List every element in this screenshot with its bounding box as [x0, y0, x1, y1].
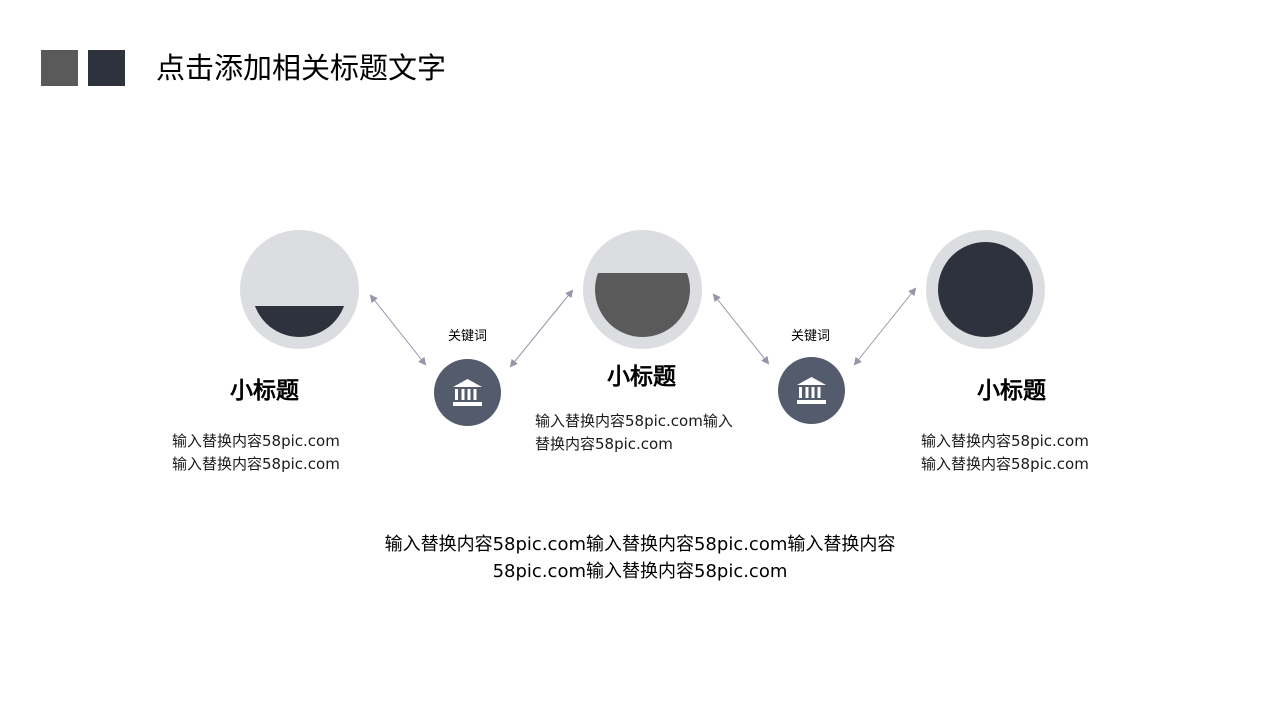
step-2-title: 小标题 — [607, 364, 676, 390]
step-2-fill — [595, 273, 690, 337]
arrow-2 — [509, 289, 574, 368]
keyword-2-label: 关键词 — [791, 329, 831, 344]
arrow-4 — [853, 287, 917, 366]
header-square-dark — [88, 50, 125, 86]
step-2-text: 输入替换内容58pic.com输入 替换内容58pic.com — [535, 410, 733, 456]
step-3-text: 输入替换内容58pic.com 输入替换内容58pic.com — [921, 430, 1089, 476]
header-square-light — [41, 50, 78, 86]
bank-icon — [453, 379, 482, 406]
keyword-1-circle — [434, 359, 501, 426]
step-1-circle-inner — [252, 242, 347, 337]
step-1-circle — [240, 230, 359, 349]
step-2-text-line-1: 输入替换内容58pic.com输入 — [535, 412, 733, 430]
step-3-text-line-2: 输入替换内容58pic.com — [921, 455, 1089, 473]
step-3-circle-inner — [938, 242, 1033, 337]
step-1-text-line-2: 输入替换内容58pic.com — [172, 455, 340, 473]
step-2-circle — [583, 230, 702, 349]
arrow-1 — [369, 294, 427, 366]
bottom-description-line-2: 58pic.com输入替换内容58pic.com — [492, 561, 788, 582]
bottom-description-line-1: 输入替换内容58pic.com输入替换内容58pic.com输入替换内容 — [384, 534, 896, 555]
step-1-text: 输入替换内容58pic.com 输入替换内容58pic.com — [172, 430, 340, 476]
step-3-title: 小标题 — [977, 378, 1046, 404]
step-3-text-line-1: 输入替换内容58pic.com — [921, 432, 1089, 450]
step-2-circle-inner — [595, 242, 690, 337]
keyword-1-label: 关键词 — [448, 329, 488, 344]
bank-icon — [797, 377, 826, 404]
keyword-2-circle — [778, 357, 845, 424]
bottom-description: 输入替换内容58pic.com输入替换内容58pic.com输入替换内容 58p… — [300, 531, 980, 585]
step-2-text-line-2: 替换内容58pic.com — [535, 435, 673, 453]
step-1-text-line-1: 输入替换内容58pic.com — [172, 432, 340, 450]
step-3-circle — [926, 230, 1045, 349]
page-title[interactable]: 点击添加相关标题文字 — [156, 51, 447, 85]
arrow-3 — [712, 293, 770, 365]
step-1-title: 小标题 — [230, 378, 299, 404]
step-1-fill — [252, 305, 347, 337]
step-3-fill — [938, 242, 1033, 337]
